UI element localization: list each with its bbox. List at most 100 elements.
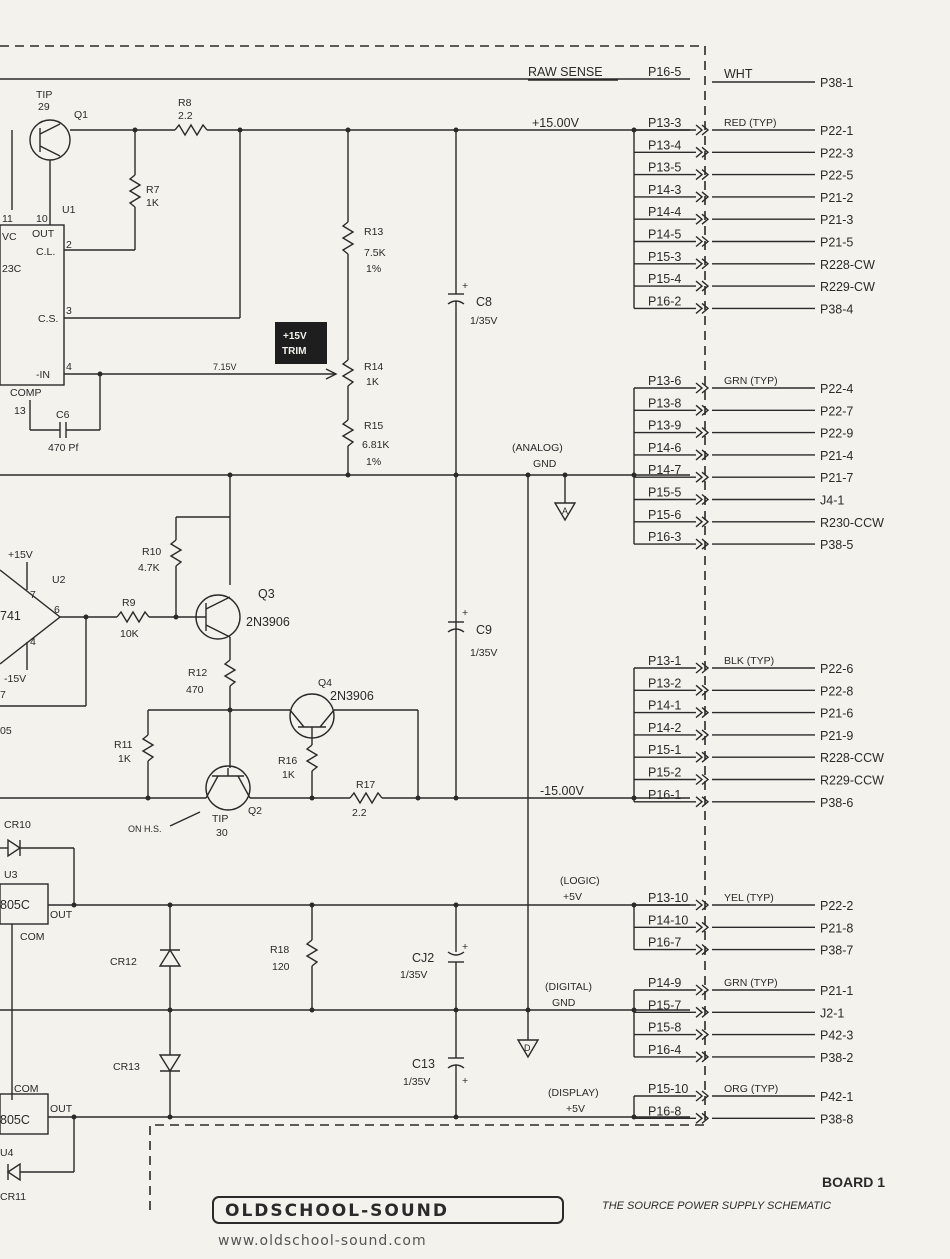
u3-com: COM bbox=[20, 931, 45, 943]
pin-label: P15-3 bbox=[648, 250, 681, 264]
connector-arrow-icon bbox=[695, 427, 710, 439]
r7-name: R7 bbox=[146, 184, 160, 196]
u1-cl: C.L. bbox=[36, 246, 55, 258]
q1-label: TIP bbox=[36, 89, 52, 101]
display-label: (DISPLAY) bbox=[548, 1087, 599, 1099]
pin-destination: P22-9 bbox=[820, 427, 853, 441]
connector-arrow-icon bbox=[695, 796, 710, 808]
svg-text:+: + bbox=[462, 607, 468, 619]
u1-pin4: 4 bbox=[66, 361, 72, 373]
u1-pin3: 3 bbox=[66, 305, 72, 317]
pin-destination: P22-2 bbox=[820, 899, 853, 913]
trim-line2: TRIM bbox=[282, 346, 306, 357]
digital-ground-icon bbox=[516, 1039, 540, 1059]
pin-label: P16-8 bbox=[648, 1104, 681, 1118]
u4-out: OUT bbox=[50, 1103, 73, 1115]
pin-destination: P42-3 bbox=[820, 1029, 853, 1043]
r9-value: 10K bbox=[120, 628, 139, 640]
connector-arrow-icon bbox=[695, 773, 710, 786]
connector-arrow-icon bbox=[695, 280, 710, 292]
pin-label: P13-10 bbox=[648, 891, 688, 905]
c9-value: 1/35V bbox=[470, 647, 497, 659]
pin-label: P14-3 bbox=[648, 183, 681, 197]
cr13-diode-icon bbox=[158, 1054, 182, 1073]
q2-name: Q2 bbox=[248, 805, 262, 817]
pin-destination: R228-CW bbox=[820, 258, 875, 272]
r13-value: 7.5K bbox=[364, 247, 386, 259]
r8-value: 2.2 bbox=[178, 110, 193, 122]
pin-label: P13-9 bbox=[648, 419, 681, 433]
connector-arrow-icon bbox=[695, 944, 710, 956]
trim-line1: +15V bbox=[283, 331, 307, 342]
c9-name: C9 bbox=[476, 623, 492, 637]
pin-label: P15-8 bbox=[648, 1021, 681, 1035]
c8-value: 1/35V bbox=[470, 315, 497, 327]
u3-name: U3 bbox=[4, 869, 18, 881]
q2-note: ON H.S. bbox=[128, 824, 162, 834]
display-volt: +5V bbox=[566, 1103, 585, 1115]
u1-vc: VC bbox=[2, 231, 17, 243]
pin-label: P13-8 bbox=[648, 396, 681, 410]
pin-destination: P38-7 bbox=[820, 944, 853, 958]
u2-pin7: 7 bbox=[30, 589, 36, 601]
c12-name: CJ2 bbox=[412, 951, 434, 965]
u4-cr: CR11 bbox=[0, 1191, 26, 1203]
u1-cs: C.S. bbox=[38, 313, 58, 325]
connector-arrow-icon bbox=[695, 191, 710, 203]
q3-part: 2N3906 bbox=[246, 615, 290, 629]
pin-destination: P21-6 bbox=[820, 707, 853, 721]
c8-name: C8 bbox=[476, 295, 492, 309]
r8-name: R8 bbox=[178, 97, 192, 109]
u3-cr: CR10 bbox=[4, 819, 31, 831]
pin-destination: P42-1 bbox=[820, 1090, 853, 1104]
pin-label: P14-9 bbox=[648, 976, 681, 990]
raw-sense-dest: P38-1 bbox=[820, 76, 853, 90]
pin-label: P14-4 bbox=[648, 205, 681, 219]
u1-out: OUT bbox=[32, 228, 55, 240]
svg-text:+: + bbox=[462, 941, 468, 953]
plus15-label: +15.00V bbox=[532, 116, 580, 130]
connector-arrow-icon bbox=[695, 382, 710, 394]
r15-name: R15 bbox=[364, 420, 383, 432]
r11-value: 1K bbox=[118, 753, 131, 765]
pin-label: P13-3 bbox=[648, 116, 681, 130]
pin-label: P16-3 bbox=[648, 530, 681, 544]
pin-label: P14-5 bbox=[648, 228, 681, 242]
u2-opamp-icon bbox=[0, 569, 62, 665]
c8-plus: + bbox=[462, 280, 468, 292]
analog-ground-icon bbox=[553, 502, 577, 522]
pin-destination: P38-8 bbox=[820, 1112, 853, 1126]
pin-label: P16-2 bbox=[648, 294, 681, 308]
pin-destination: P38-2 bbox=[820, 1051, 853, 1065]
pin-destination: P22-6 bbox=[820, 662, 853, 676]
u1-in: -IN bbox=[36, 369, 50, 381]
connector-arrow-icon bbox=[695, 302, 710, 314]
digital-gnd: GND bbox=[552, 997, 576, 1009]
connector-arrow-icon bbox=[695, 684, 710, 696]
r13-tol: 1% bbox=[366, 263, 381, 275]
pin-destination: J2-1 bbox=[820, 1006, 844, 1020]
wire-color-5: ORG (TYP) bbox=[724, 1083, 778, 1095]
q1-name: Q1 bbox=[74, 109, 88, 121]
connector-arrow-icon bbox=[695, 235, 710, 248]
pin-label: P14-6 bbox=[648, 441, 681, 455]
r18-name: R18 bbox=[270, 944, 289, 956]
r10-value: 4.7K bbox=[138, 562, 160, 574]
pin-label: P15-4 bbox=[648, 272, 681, 286]
u4-part: 805C bbox=[0, 1113, 30, 1127]
board-outline bbox=[0, 45, 706, 1210]
c13-value: 1/35V bbox=[403, 1076, 430, 1088]
pin-label: P13-5 bbox=[648, 161, 681, 175]
wire-color-1: GRN (TYP) bbox=[724, 375, 778, 387]
connector-arrow-icon bbox=[695, 258, 710, 270]
r14-value: 1K bbox=[366, 376, 379, 388]
u1-name: U1 bbox=[62, 204, 76, 216]
pin-destination: P38-5 bbox=[820, 538, 853, 552]
cr12-label: CR12 bbox=[110, 956, 137, 968]
wire-color-3: YEL (TYP) bbox=[724, 892, 774, 904]
connector-arrow-icon bbox=[695, 1112, 710, 1124]
pin-destination: P22-3 bbox=[820, 146, 853, 160]
u2-part: 741 bbox=[0, 609, 21, 623]
svg-text:A: A bbox=[562, 506, 568, 516]
u2-minus: -15V bbox=[4, 673, 26, 685]
